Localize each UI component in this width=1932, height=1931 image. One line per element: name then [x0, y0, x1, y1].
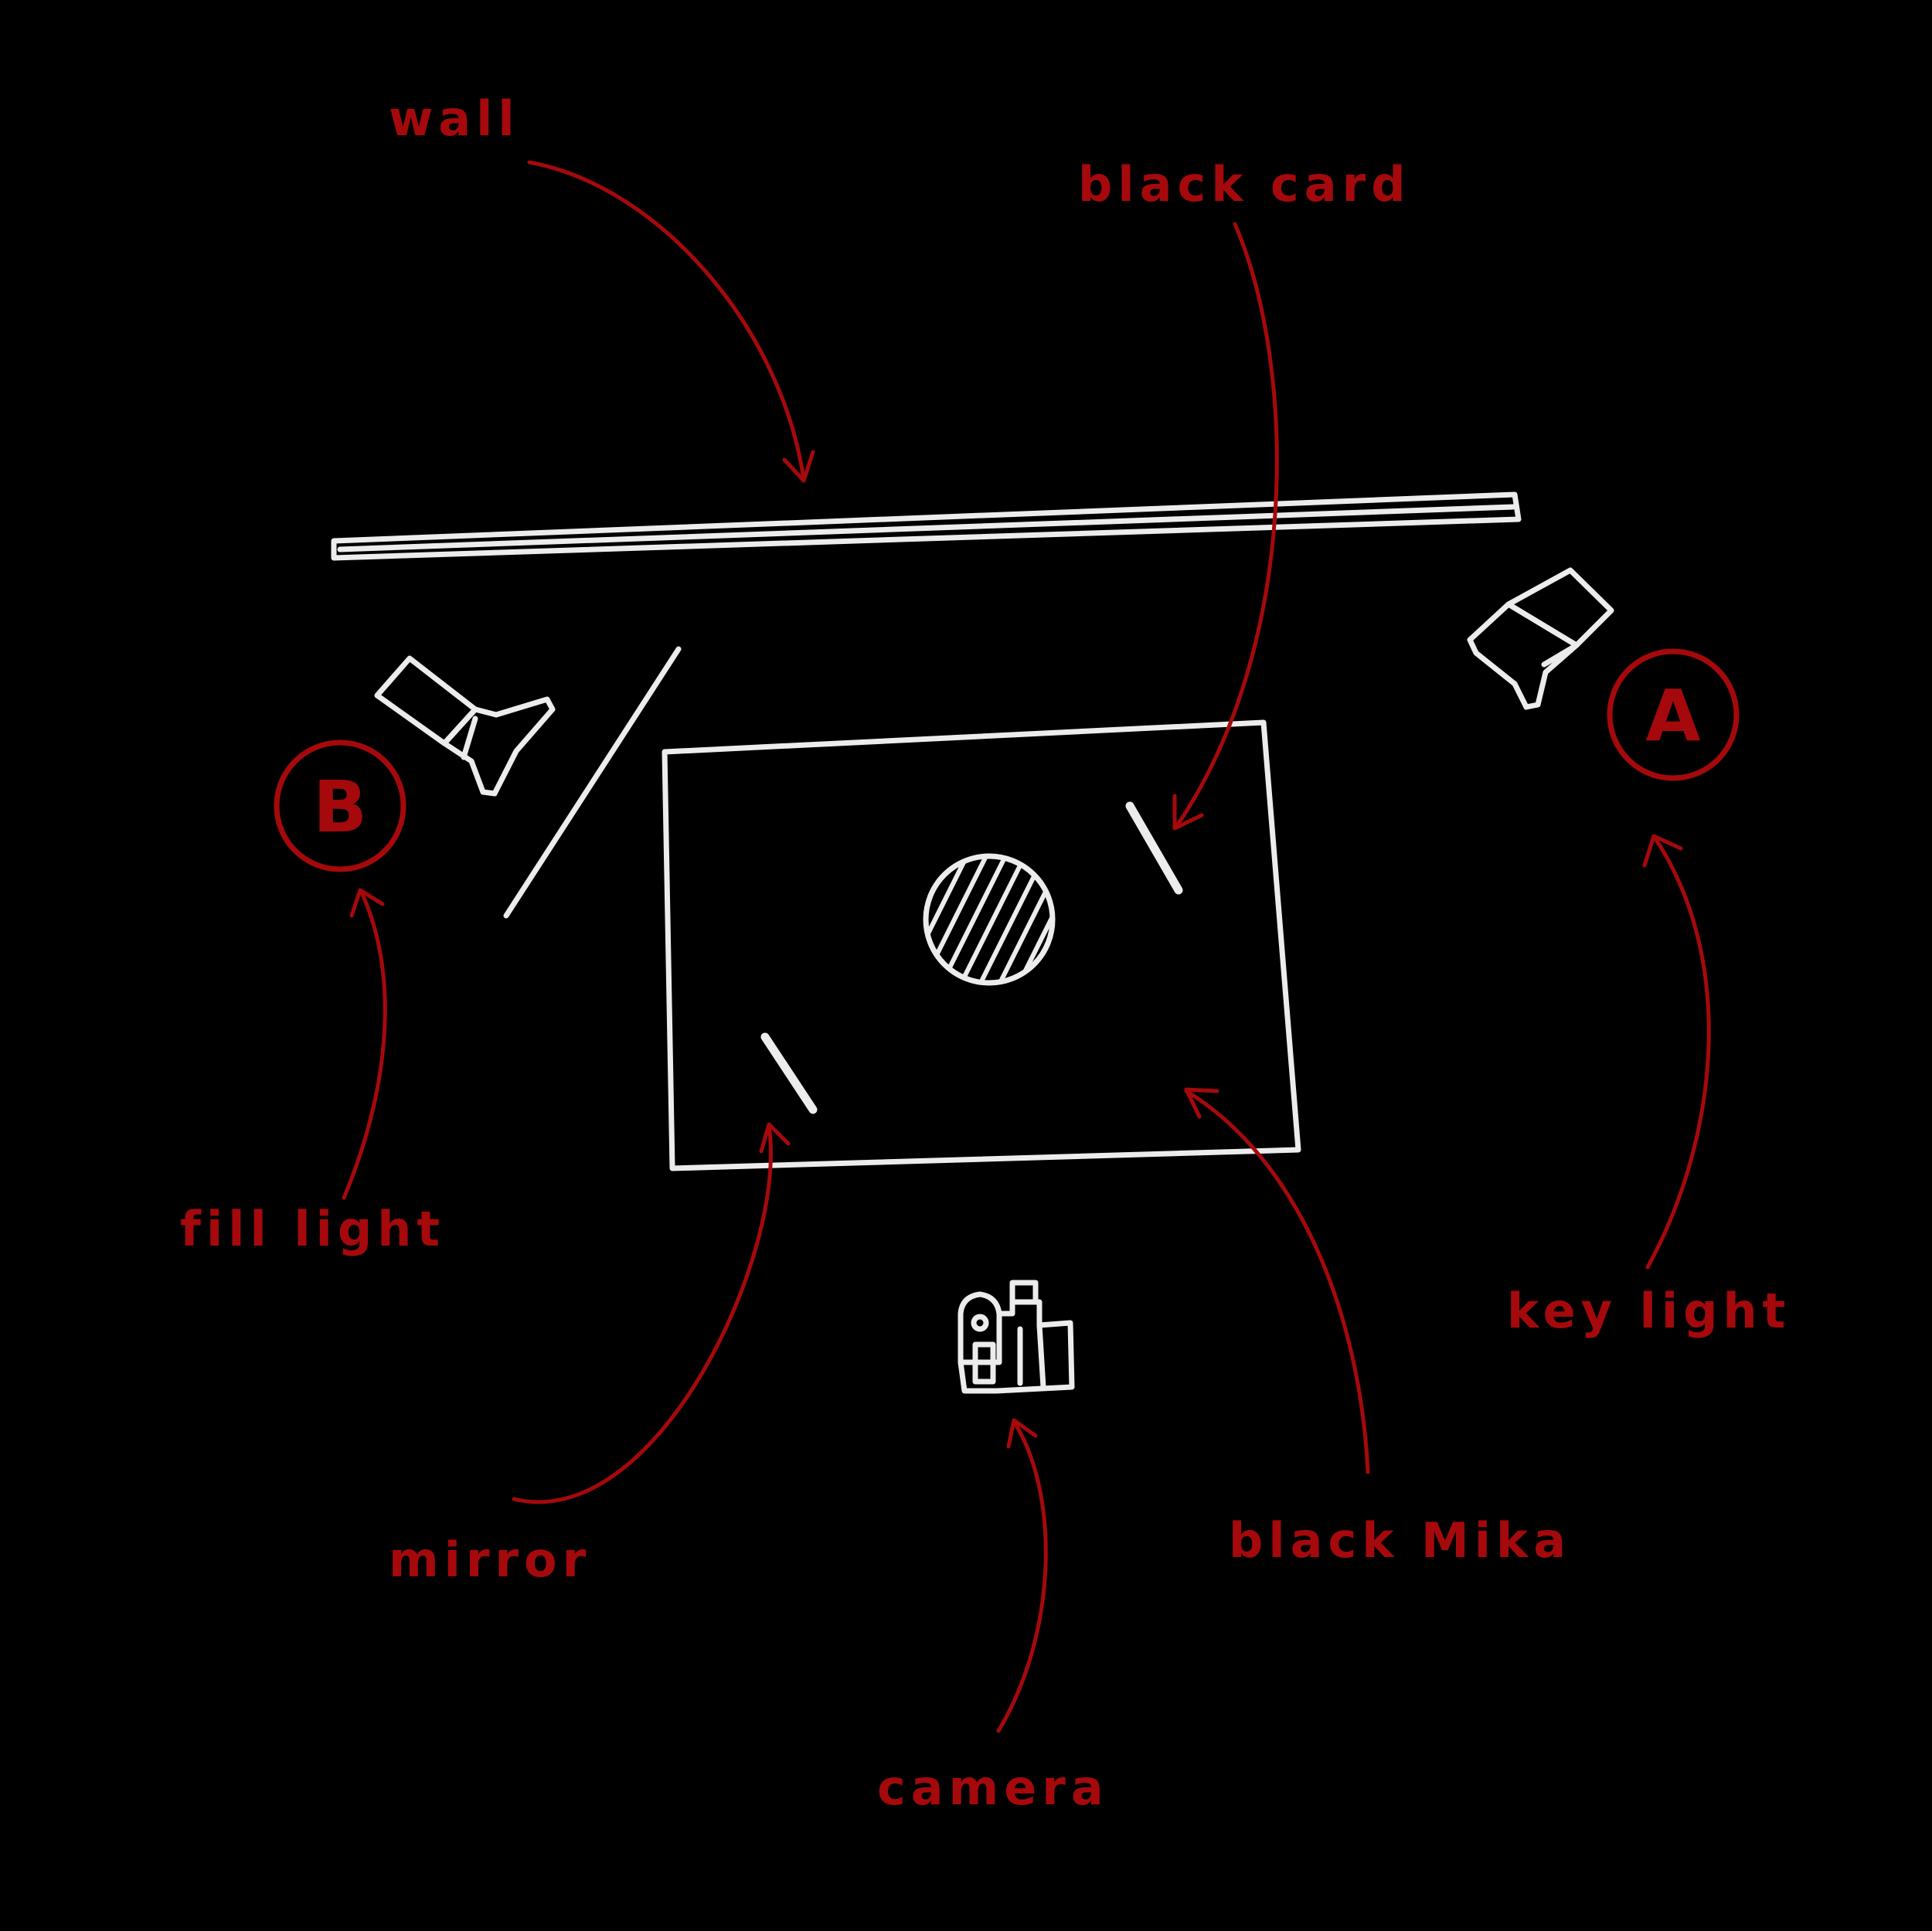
- key-light-badge-letter: A: [1645, 675, 1700, 757]
- black-card-shape: [1125, 801, 1183, 895]
- black-card-arrow: [1172, 222, 1279, 831]
- wall-label: wall: [389, 90, 520, 147]
- mirror-shape: [760, 1032, 818, 1114]
- black-card-label: black card: [1078, 156, 1411, 212]
- key-light-icon: [1467, 567, 1614, 710]
- fill-light-label: fill light: [180, 1201, 445, 1257]
- camera-icon: [957, 1280, 1075, 1394]
- wall-shape: [331, 491, 1522, 561]
- key-light-badge: A: [1607, 648, 1740, 781]
- fill-light-icon: [374, 655, 556, 797]
- reflector-shape: [503, 646, 682, 919]
- key-light-arrow: [1642, 834, 1711, 1270]
- fill-light-badge-letter: B: [313, 766, 367, 848]
- fill-light-badge: B: [274, 739, 406, 872]
- wall-arrow: [527, 160, 815, 483]
- camera-label: camera: [877, 1759, 1109, 1816]
- key-light-label: key light: [1507, 1283, 1791, 1339]
- black-mika-arrow: [1184, 1087, 1370, 1474]
- mirror-label: mirror: [389, 1532, 591, 1588]
- set-table: [662, 719, 1301, 1171]
- mirror-arrow: [512, 1122, 791, 1504]
- black-mika-label: black Mika: [1229, 1512, 1571, 1569]
- subject-shape: [923, 853, 1056, 986]
- camera-arrow: [996, 1418, 1048, 1733]
- fill-light-arrow: [342, 888, 387, 1200]
